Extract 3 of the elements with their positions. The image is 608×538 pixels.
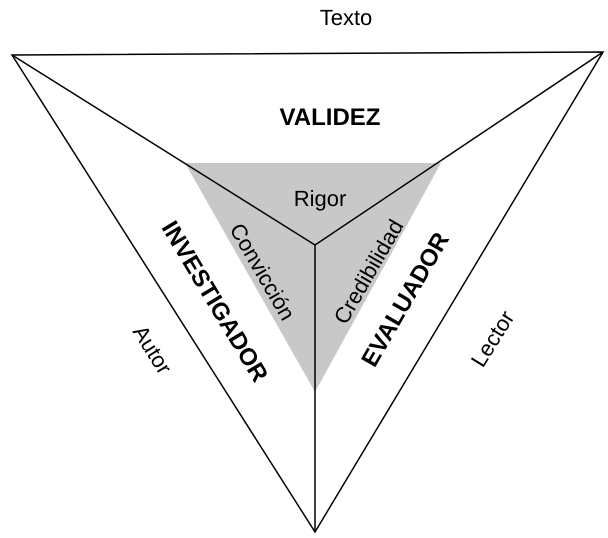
text-label: VALIDEZ — [280, 106, 380, 130]
text-label: Rigor — [294, 188, 346, 210]
text-label: Texto — [320, 7, 372, 29]
